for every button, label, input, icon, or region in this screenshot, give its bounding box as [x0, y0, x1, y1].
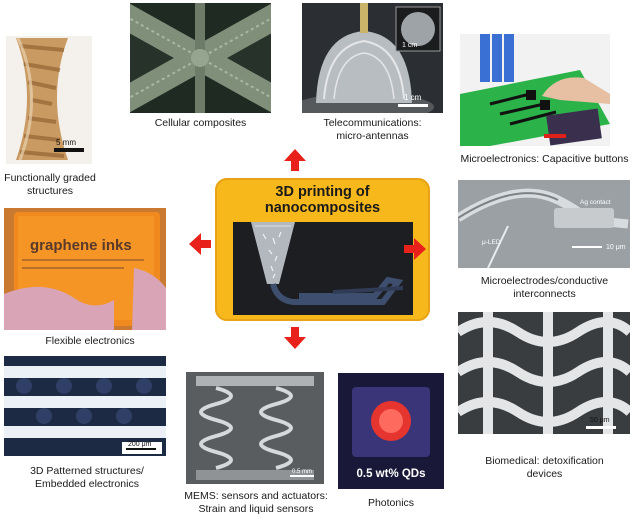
caption-line: Embedded electronics — [35, 478, 139, 490]
qd-label: 0.5 wt% QDs — [356, 468, 425, 480]
arrow-up-icon — [284, 149, 306, 171]
mems-image: 0.5 mm — [186, 372, 324, 484]
caption-line: Microelectrodes/conductive — [480, 275, 609, 287]
center-printing-image — [233, 222, 413, 315]
caption-line: micro-antennas — [336, 130, 409, 142]
scale-bar-label: 1 cm — [404, 93, 422, 102]
scale-bar-label: 50 μm — [590, 417, 610, 424]
caption-line: 3D Patterned structures/ — [30, 465, 144, 477]
antenna-dome-graphic: 1 cm 1 cm — [302, 3, 443, 113]
patterned-structures-caption: 3D Patterned structures/ Embedded electr… — [6, 465, 168, 491]
functionally-graded-caption: Functionally graded structures — [0, 172, 100, 198]
center-title: 3D printing of nanocomposites — [215, 184, 430, 216]
cellular-composites-image — [130, 3, 271, 113]
caption-line: Telecommunications: — [323, 117, 422, 129]
center-title-line: 3D printing of — [275, 184, 370, 200]
caption-line: Cellular composites — [154, 117, 247, 129]
caption-line: MEMS: sensors and actuators: — [184, 490, 328, 502]
microelectrode-sem-graphic: Ag contact μ-LED 10 μm — [458, 180, 630, 268]
scale-bar-label: 5 mm — [56, 138, 76, 147]
center-title-line: nanocomposites — [264, 200, 381, 216]
photonics-image: 0.5 wt% QDs — [338, 373, 444, 489]
center-title-box: 3D printing of nanocomposites — [215, 178, 430, 321]
caption-line: Functionally graded — [4, 172, 96, 184]
graphene-film-graphic: graphene inks — [4, 208, 166, 330]
patterned-structures-image: 200 μm — [4, 356, 166, 456]
flexible-electronics-image: graphene inks — [4, 208, 166, 330]
scale-bar-label: 0.5 mm — [292, 469, 312, 475]
porous-scaffold-graphic: 50 μm — [458, 312, 630, 434]
biomedical-caption: Biomedical: detoxification devices — [456, 455, 633, 481]
led-label: μ-LED — [482, 239, 501, 246]
mems-caption: MEMS: sensors and actuators: Strain and … — [166, 490, 346, 516]
caption-line: interconnects — [513, 288, 576, 300]
caption-line: Flexible electronics — [45, 335, 135, 347]
microelectronics-caption: Microelectronics: Capacitive buttons — [456, 153, 633, 166]
arrow-left-icon — [189, 233, 211, 255]
caption-line: devices — [526, 468, 563, 480]
microelectronics-image — [460, 34, 610, 146]
twisted-column-graphic: 5 mm — [6, 36, 92, 164]
ag-contact-label: Ag contact — [580, 199, 611, 206]
mems-helix-graphic: 0.5 mm — [186, 372, 324, 484]
inset-scale-label: 1 cm — [402, 42, 417, 49]
cellular-composites-caption: Cellular composites — [130, 117, 271, 130]
caption-line: Strain and liquid sensors — [198, 503, 314, 515]
scale-bar-label: 10 μm — [606, 244, 626, 251]
flexible-electronics-caption: Flexible electronics — [20, 335, 160, 348]
arrow-right-icon — [404, 238, 426, 260]
nozzle-printing-graphic — [233, 222, 413, 315]
telecommunications-caption: Telecommunications: micro-antennas — [302, 117, 443, 143]
scale-bar-label: 200 μm — [128, 441, 152, 448]
caption-line: Photonics — [367, 497, 415, 509]
arrow-down-icon — [284, 327, 306, 349]
caption-line: structures — [26, 185, 74, 197]
microelectrodes-caption: Microelectrodes/conductive interconnects — [456, 275, 633, 301]
caption-line: Microelectronics: Capacitive buttons — [460, 153, 629, 165]
photonics-caption: Photonics — [338, 497, 444, 510]
caption-line: Biomedical: detoxification — [485, 455, 604, 467]
biomedical-image: 50 μm — [458, 312, 630, 434]
quantum-dot-graphic: 0.5 wt% QDs — [338, 373, 444, 489]
telecommunications-image: 1 cm 1 cm — [302, 3, 443, 113]
patterned-lattice-graphic: 200 μm — [4, 356, 166, 456]
functionally-graded-image: 5 mm — [6, 36, 92, 164]
microelectrodes-image: Ag contact μ-LED 10 μm — [458, 180, 630, 268]
film-text: graphene inks — [30, 237, 132, 254]
lattice-graphic — [130, 3, 271, 113]
capacitive-buttons-graphic — [460, 34, 610, 146]
